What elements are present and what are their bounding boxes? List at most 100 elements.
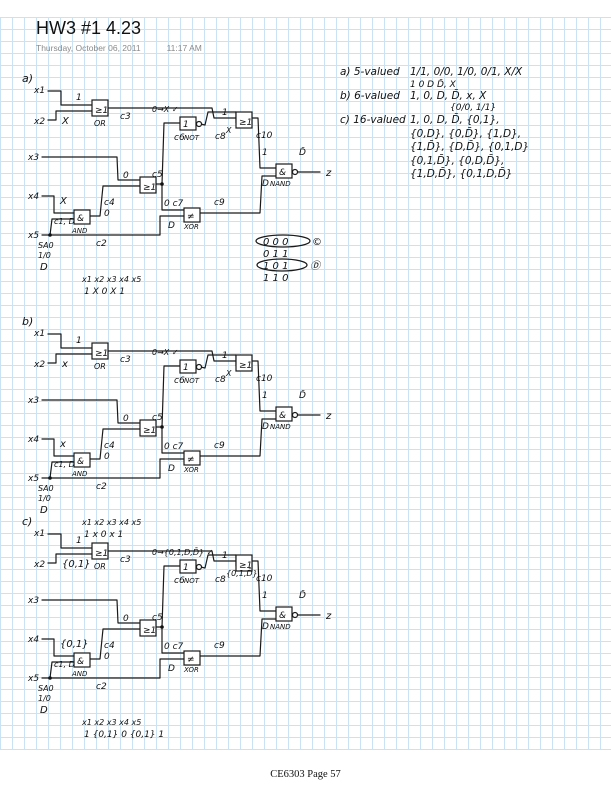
or-gate-2-symbol: ≥1 [239, 118, 252, 128]
input-x5-label: x5 [27, 674, 39, 684]
output-z-label: z [325, 168, 332, 179]
fault-d-label: D [40, 505, 48, 516]
xor-input-value: D [168, 464, 175, 474]
or-gate-3-symbol: ≥1 [143, 626, 156, 636]
test-vector-values: 1 X 0 X 1 [84, 287, 125, 297]
wire [199, 618, 277, 657]
nand-gate-symbol: & [279, 611, 286, 621]
line-c3-label: c3 [120, 112, 131, 122]
nand-input-value: D [262, 422, 269, 432]
nand-gate-symbol: & [279, 411, 286, 421]
wire [41, 438, 75, 457]
truth-mark-c: © [312, 237, 322, 248]
line-c8-label: c8 [215, 132, 226, 142]
note-a-values-sub: 1 0 D D̄, X [410, 79, 456, 90]
output-value: D̄ [299, 389, 306, 401]
wire [251, 560, 277, 612]
line-c1-label: c1, D [54, 660, 75, 669]
circuit-c: ≥1≥11&≥1&≠c)x1x2x3x4x51{0,1}{0,1}ORc30→{… [22, 515, 332, 740]
page-date: Thursday, October 06, 2011 [36, 43, 141, 53]
and-gate-label: AND [71, 470, 88, 478]
not-bubble [195, 563, 203, 571]
fault-value: 1/0 [38, 251, 51, 260]
nand-bubble [291, 168, 299, 176]
input-x2-label: x2 [33, 560, 45, 570]
section-label: b) [22, 315, 33, 328]
or-gate-2-input-value: 1 [222, 351, 228, 361]
line-c7-label: 0 c7 [164, 199, 184, 209]
note-c-values-2: {1,D̄}, {D,D̄}, {0,1,D} [410, 141, 530, 153]
x4-value: X [59, 196, 68, 207]
note-c-label: c) 16-valued [340, 114, 406, 126]
fanout-junction [160, 425, 164, 429]
truth-row-1: 0 1 1 [263, 249, 288, 260]
and-gate-label: AND [71, 670, 88, 678]
x2-value: {0,1} [62, 559, 91, 570]
x4-value: {0,1} [60, 639, 89, 650]
note-c-values-4: {1,D,D̄}, {0,1,D,D̄} [410, 168, 513, 180]
line-c2-label: c2 [96, 682, 107, 692]
or-gate-3 [139, 419, 157, 437]
fault-site [48, 476, 52, 480]
input-x3-label: x3 [27, 596, 39, 606]
not-gate-label: NOT [184, 577, 200, 585]
nand-gate [275, 606, 293, 622]
line-c10-label: c10 [256, 131, 273, 141]
c8-value: X [225, 126, 232, 135]
test-vector-header: x1 x2 x3 x4 x5 [81, 718, 141, 727]
note-c-values-1: {0,D}, {0,D̄}, {1,D}, [410, 127, 522, 140]
x1-value: 1 [76, 93, 82, 103]
wire [107, 350, 237, 362]
or-gate-2 [235, 111, 253, 129]
or-gate-3 [139, 619, 157, 637]
fault-d-label: D [40, 705, 48, 716]
line-c9-label: c9 [214, 198, 225, 208]
and-gate-label: AND [71, 227, 88, 235]
wire [89, 628, 141, 660]
or-gate-1-label: OR [94, 362, 106, 371]
wire [161, 122, 181, 185]
and-gate [73, 652, 91, 668]
note-b-label: b) 6-valued [340, 89, 400, 102]
or-gate-2-symbol: ≥1 [239, 361, 252, 371]
note-c-values-0: 1, 0, D, D̄, {0,1}, [410, 114, 500, 126]
line-c4-label: c4 [104, 198, 115, 208]
wire [41, 156, 141, 181]
wire [41, 638, 75, 657]
truth-row-3: 1 1 0 [263, 273, 288, 284]
page-time: 11:17 AM [166, 43, 202, 53]
not-bubble [195, 120, 203, 128]
or-gate-3 [139, 176, 157, 194]
c10-value: 1 [262, 591, 268, 601]
line-c2-label: c2 [96, 239, 107, 249]
nand-bubble [291, 411, 299, 419]
c8-value: {0,1,D̄} [226, 568, 258, 578]
input-x4-label: x4 [27, 635, 39, 645]
or-gate-1-label: OR [94, 119, 106, 128]
x2-value: x [61, 359, 68, 370]
line-c5-label: c5 [152, 170, 163, 180]
wire [41, 195, 75, 214]
xor-gate [183, 650, 201, 666]
line-c9-label: c9 [214, 441, 225, 451]
wire [49, 661, 75, 679]
wire [155, 626, 185, 654]
page-dateline: Thursday, October 06, 2011 11:17 AM [36, 43, 202, 53]
note-b-values-sub: {0/0, 1/1} [450, 103, 497, 113]
note-a-label: a) 5-valued [340, 66, 400, 78]
wire [41, 215, 185, 236]
and-gate-symbol: & [77, 214, 84, 224]
wire [161, 365, 181, 428]
or-gate-3-symbol: ≥1 [143, 183, 156, 193]
wire [89, 185, 141, 217]
or-gate-1-symbol: ≥1 [95, 549, 108, 559]
fault-value: 1/0 [38, 494, 51, 503]
test-vector-values: 1 {0,1} 0 {0,1} 1 [84, 730, 164, 740]
line-c10-label: c10 [256, 574, 273, 584]
test-vector-header: x1 x2 x3 x4 x5 [81, 518, 141, 527]
fanout-junction [160, 625, 164, 629]
wire [107, 550, 237, 562]
wire [251, 117, 277, 169]
